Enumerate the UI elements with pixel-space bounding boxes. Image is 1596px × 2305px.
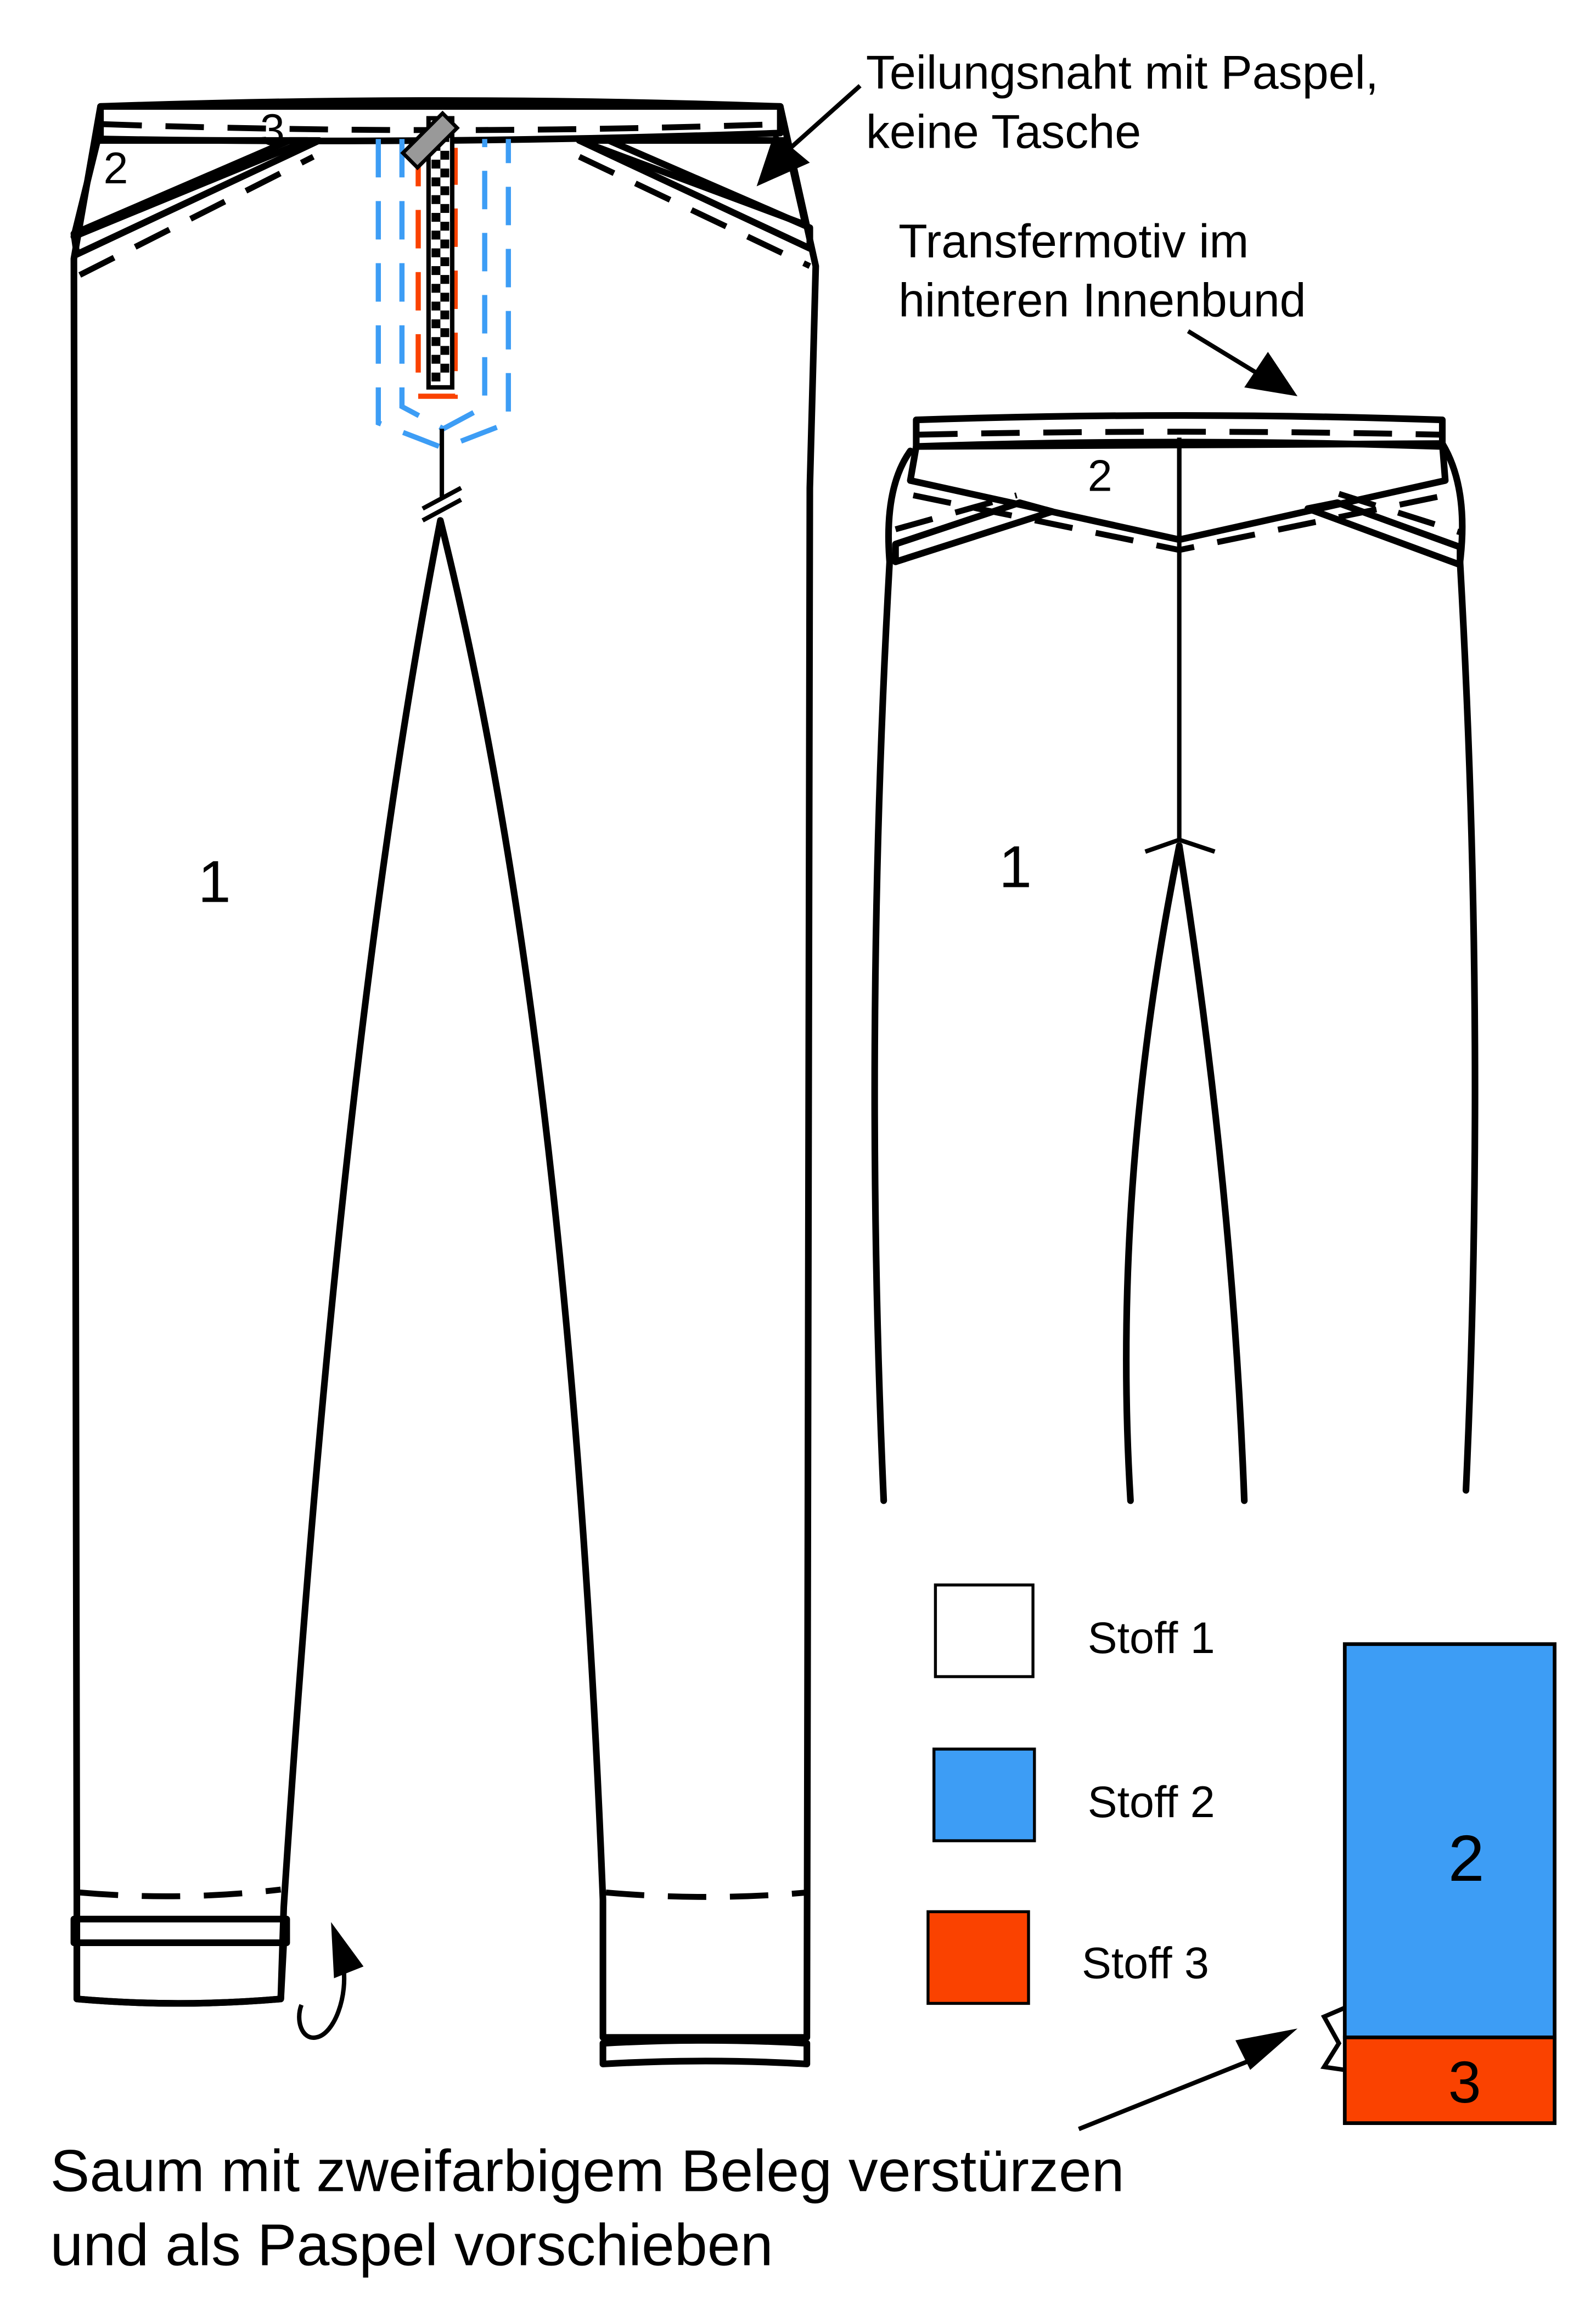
front-hem-fold-right <box>605 1889 807 1900</box>
zipper-pull <box>400 110 460 171</box>
zipper-tooth <box>431 212 441 222</box>
saum-text-1: Saum mit zweifarbigem Beleg verstürzen <box>50 2138 1125 2204</box>
back-outline-right <box>1438 440 1479 1494</box>
zipper-tooth <box>440 239 449 249</box>
zipper-tooth <box>431 266 441 276</box>
back-piping-right <box>1304 499 1464 569</box>
back-topstitch-right <box>1338 491 1461 535</box>
front-hem-fold-left <box>79 1886 282 1899</box>
legend-label-stoff3: Stoff 3 <box>1082 1939 1209 1988</box>
zipper-tooth <box>440 346 449 355</box>
legend: Stoff 1 Stoff 2 Stoff 3 <box>926 1583 1215 2005</box>
zipper-tooth <box>440 293 449 302</box>
front-label-panel3: 3 <box>260 105 285 155</box>
front-hem-piping-right <box>599 2037 811 2067</box>
front-topstitch-left <box>78 154 315 278</box>
front-hem-facing-left <box>73 1939 288 2007</box>
back-label-panel2: 2 <box>1088 451 1112 501</box>
back-piping-left <box>892 499 1056 565</box>
zipper-tooth <box>431 319 441 329</box>
zipper-tooth <box>431 195 441 204</box>
zipper-tooth <box>440 275 449 284</box>
back-inseam-right <box>1176 842 1248 1504</box>
saum-arrow-line <box>1078 2056 1257 2132</box>
front-view: 1 2 3 <box>70 97 819 2067</box>
legend-label-stoff1: Stoff 1 <box>1088 1614 1215 1663</box>
seam-notch <box>422 486 463 522</box>
front-topstitch-right <box>578 154 811 269</box>
front-label-panel2: 2 <box>103 144 128 193</box>
legend-swatch-stoff3 <box>926 1910 1030 2005</box>
fly-stitch-blue-outer <box>375 139 511 451</box>
zipper-tooth <box>440 363 449 373</box>
zipper-tooth <box>440 257 449 266</box>
zipper-tooth <box>440 150 449 160</box>
legend-swatch-stoff2 <box>932 1747 1036 1842</box>
hem-detail-label-top: 2 <box>1448 1823 1485 1895</box>
front-label-panel1: 1 <box>198 848 231 914</box>
zipper-tooth <box>431 159 441 169</box>
zipper-tooth <box>440 222 449 231</box>
zipper-tooth <box>431 337 441 346</box>
teilungsnaht-arrow-head <box>756 133 810 187</box>
back-yoke-stitch <box>912 492 1446 553</box>
zipper-tooth <box>431 177 441 187</box>
saum-arrow-head <box>1235 2028 1298 2070</box>
zipper-tooth <box>440 168 449 178</box>
front-waistband <box>97 97 784 144</box>
teilungsnaht-arrow-line <box>789 84 862 150</box>
hem-detail: 2 3 <box>1320 1642 1556 2126</box>
transfer-text-1: Transfermotiv im <box>898 215 1249 268</box>
back-outline-left <box>871 447 914 1504</box>
zipper-tooth <box>431 231 441 240</box>
fold-arrow-curve <box>297 1963 347 2040</box>
back-topstitch-left <box>895 492 1018 532</box>
back-view: 1 2 <box>871 412 1479 1504</box>
zipper-tooth <box>440 328 449 338</box>
teilungsnaht-text-2: keine Tasche <box>866 105 1141 158</box>
zipper-tooth <box>431 248 441 257</box>
transfer-arrow-head <box>1244 352 1298 397</box>
saum-text-2: und als Paspel vorschieben <box>50 2211 773 2278</box>
back-inseam-left <box>1123 842 1183 1504</box>
zipper-tooth <box>440 204 449 213</box>
zipper-tooth <box>440 310 449 319</box>
zipper-tooth <box>431 372 441 382</box>
legend-swatch-stoff1 <box>934 1583 1035 1678</box>
fly-stitch-orange <box>415 148 458 399</box>
annotations: Teilungsnaht mit Paspel, keine Tasche Tr… <box>50 47 1379 2278</box>
zipper-tooth <box>431 355 441 364</box>
zipper-tooth <box>431 284 441 293</box>
transfer-arrow-line <box>1187 329 1257 375</box>
legend-label-stoff2: Stoff 2 <box>1088 1778 1215 1827</box>
zipper-tooth <box>431 301 441 311</box>
hem-detail-stoff3 <box>1342 2036 1556 2126</box>
hem-detail-notch <box>1320 2005 1346 2072</box>
back-label-panel1: 1 <box>999 833 1032 899</box>
teilungsnaht-text-1: Teilungsnaht mit Paspel, <box>866 47 1379 99</box>
hem-detail-label-bottom: 3 <box>1448 2049 1481 2115</box>
back-waistband-stitch <box>919 429 1440 438</box>
fold-arrow-head <box>331 1922 364 1978</box>
back-waistband <box>913 412 1446 450</box>
front-yoke-right <box>576 137 809 228</box>
zipper-tooth <box>440 186 449 195</box>
transfer-text-2: hinteren Innenbund <box>898 274 1306 327</box>
